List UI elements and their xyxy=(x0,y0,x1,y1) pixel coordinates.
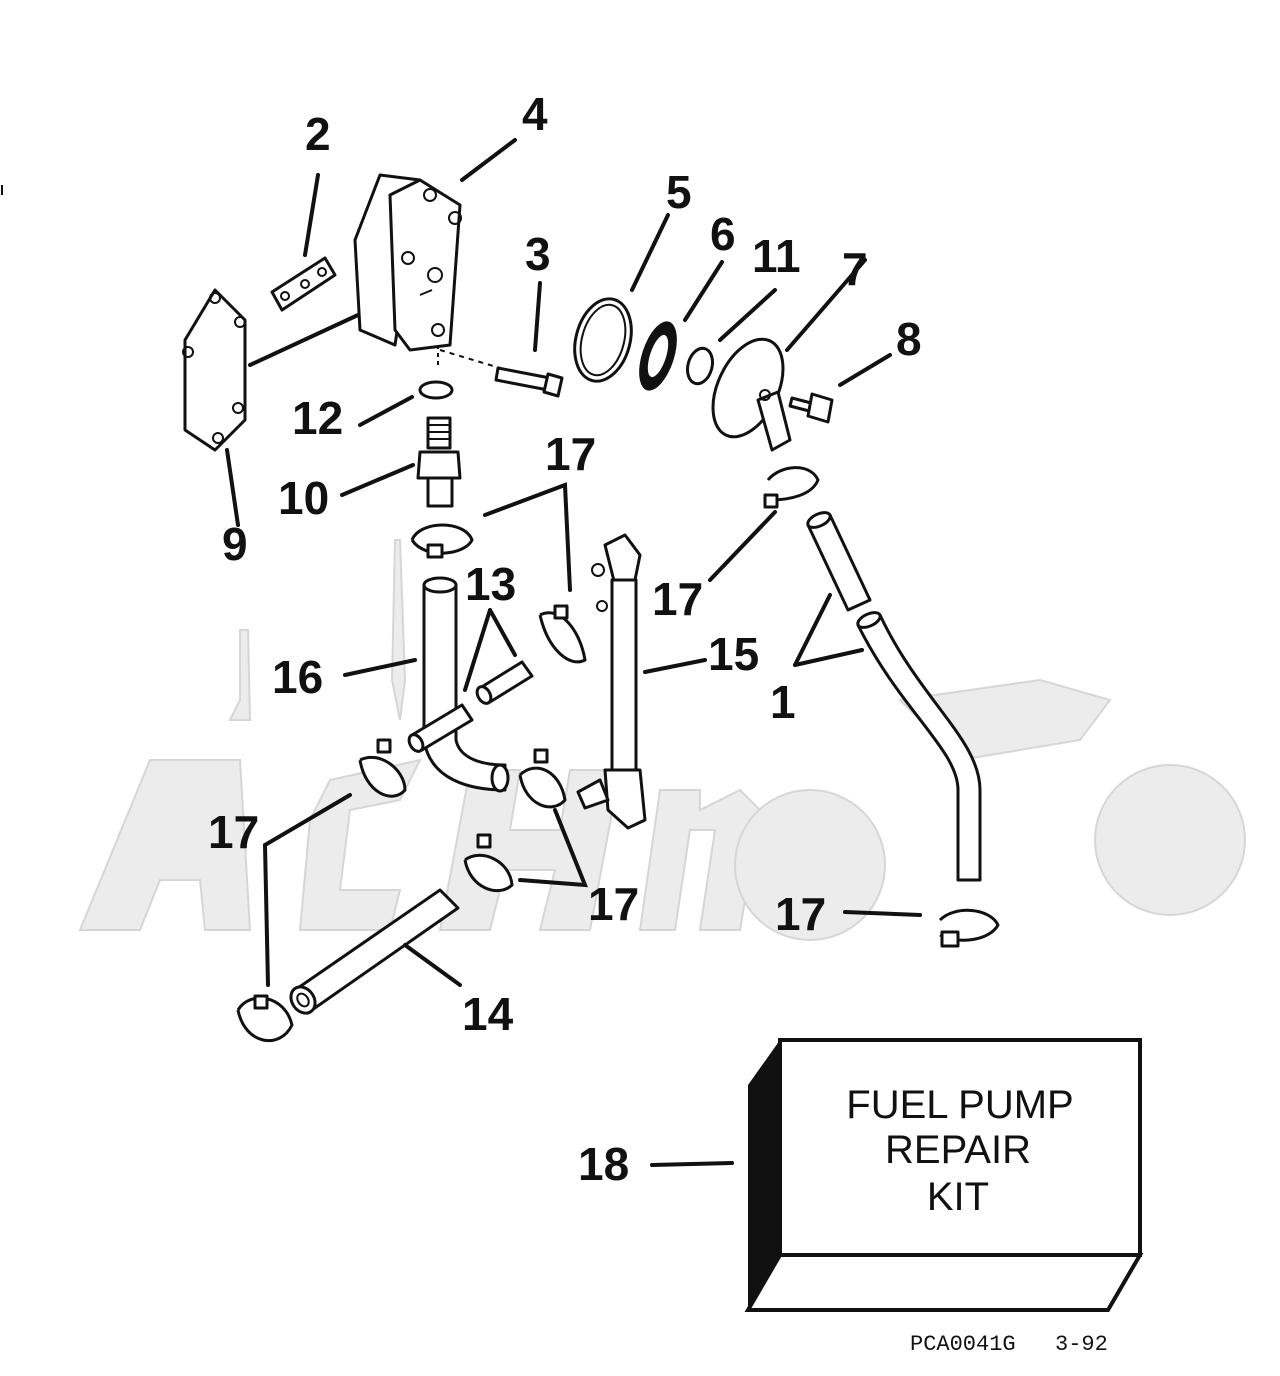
o-ring-11 xyxy=(686,346,714,386)
label-18: 18 xyxy=(578,1138,629,1190)
watermark xyxy=(78,539,1246,941)
plate-2 xyxy=(270,256,337,312)
drawing-date: 3-92 xyxy=(1055,1332,1108,1357)
clamp-17-b xyxy=(538,604,587,664)
label-10: 10 xyxy=(278,472,329,524)
clamp-17-f xyxy=(463,833,514,893)
label-14: 14 xyxy=(462,988,514,1040)
label-13: 13 xyxy=(465,558,516,610)
hose-13-b xyxy=(475,660,534,705)
fuel-pump-body-4 xyxy=(353,173,501,369)
repair-kit-box-18: FUEL PUMP REPAIR KIT xyxy=(744,1038,1144,1312)
kit-text-line-3: KIT xyxy=(927,1175,989,1219)
label-9: 9 xyxy=(222,518,248,570)
hose-16 xyxy=(422,576,510,793)
hose-1-upper xyxy=(806,511,872,612)
label-16: 16 xyxy=(272,651,323,703)
cover-7 xyxy=(711,337,792,452)
label-5: 5 xyxy=(666,166,692,218)
clamp-17-c xyxy=(763,466,820,509)
tube-assembly-15 xyxy=(576,533,647,830)
screw-8 xyxy=(788,392,834,424)
label-8: 8 xyxy=(896,313,922,365)
kit-text-line-1: FUEL PUMP xyxy=(846,1083,1073,1127)
bolt-3 xyxy=(494,366,564,398)
label-15: 15 xyxy=(708,628,759,680)
hose-1-lower xyxy=(856,611,982,882)
gasket-plate-9 xyxy=(182,288,360,452)
diaphragm-6 xyxy=(639,321,677,391)
hose-14 xyxy=(289,888,460,1015)
drawing-code: PCA0041G xyxy=(910,1332,1016,1357)
o-ring-12 xyxy=(418,380,454,400)
label-17-top: 17 xyxy=(545,428,596,480)
label-2: 2 xyxy=(305,108,331,160)
fitting-10 xyxy=(416,416,462,508)
clamp-17-g xyxy=(938,908,1000,948)
label-11: 11 xyxy=(752,230,801,282)
label-17-lower-right: 17 xyxy=(775,888,826,940)
label-1: 1 xyxy=(770,676,796,728)
label-17-left: 17 xyxy=(208,806,259,858)
part-labels: 2 4 3 5 6 11 7 8 12 10 9 17 13 17 16 15 … xyxy=(208,88,922,1190)
hose-13-a xyxy=(407,703,474,753)
leader-lines xyxy=(225,138,922,1167)
label-6: 6 xyxy=(710,208,736,260)
label-7: 7 xyxy=(842,243,868,295)
label-17-right: 17 xyxy=(652,573,703,625)
kit-text-line-2: REPAIR xyxy=(885,1128,1031,1172)
clamp-17-e xyxy=(518,748,567,809)
label-12: 12 xyxy=(292,392,343,444)
clamp-17-h xyxy=(236,994,294,1043)
clamp-17-a xyxy=(410,523,474,559)
label-17-middle: 17 xyxy=(588,878,639,930)
label-3: 3 xyxy=(525,228,551,280)
label-4: 4 xyxy=(522,88,548,140)
clamp-17-d xyxy=(358,738,407,798)
